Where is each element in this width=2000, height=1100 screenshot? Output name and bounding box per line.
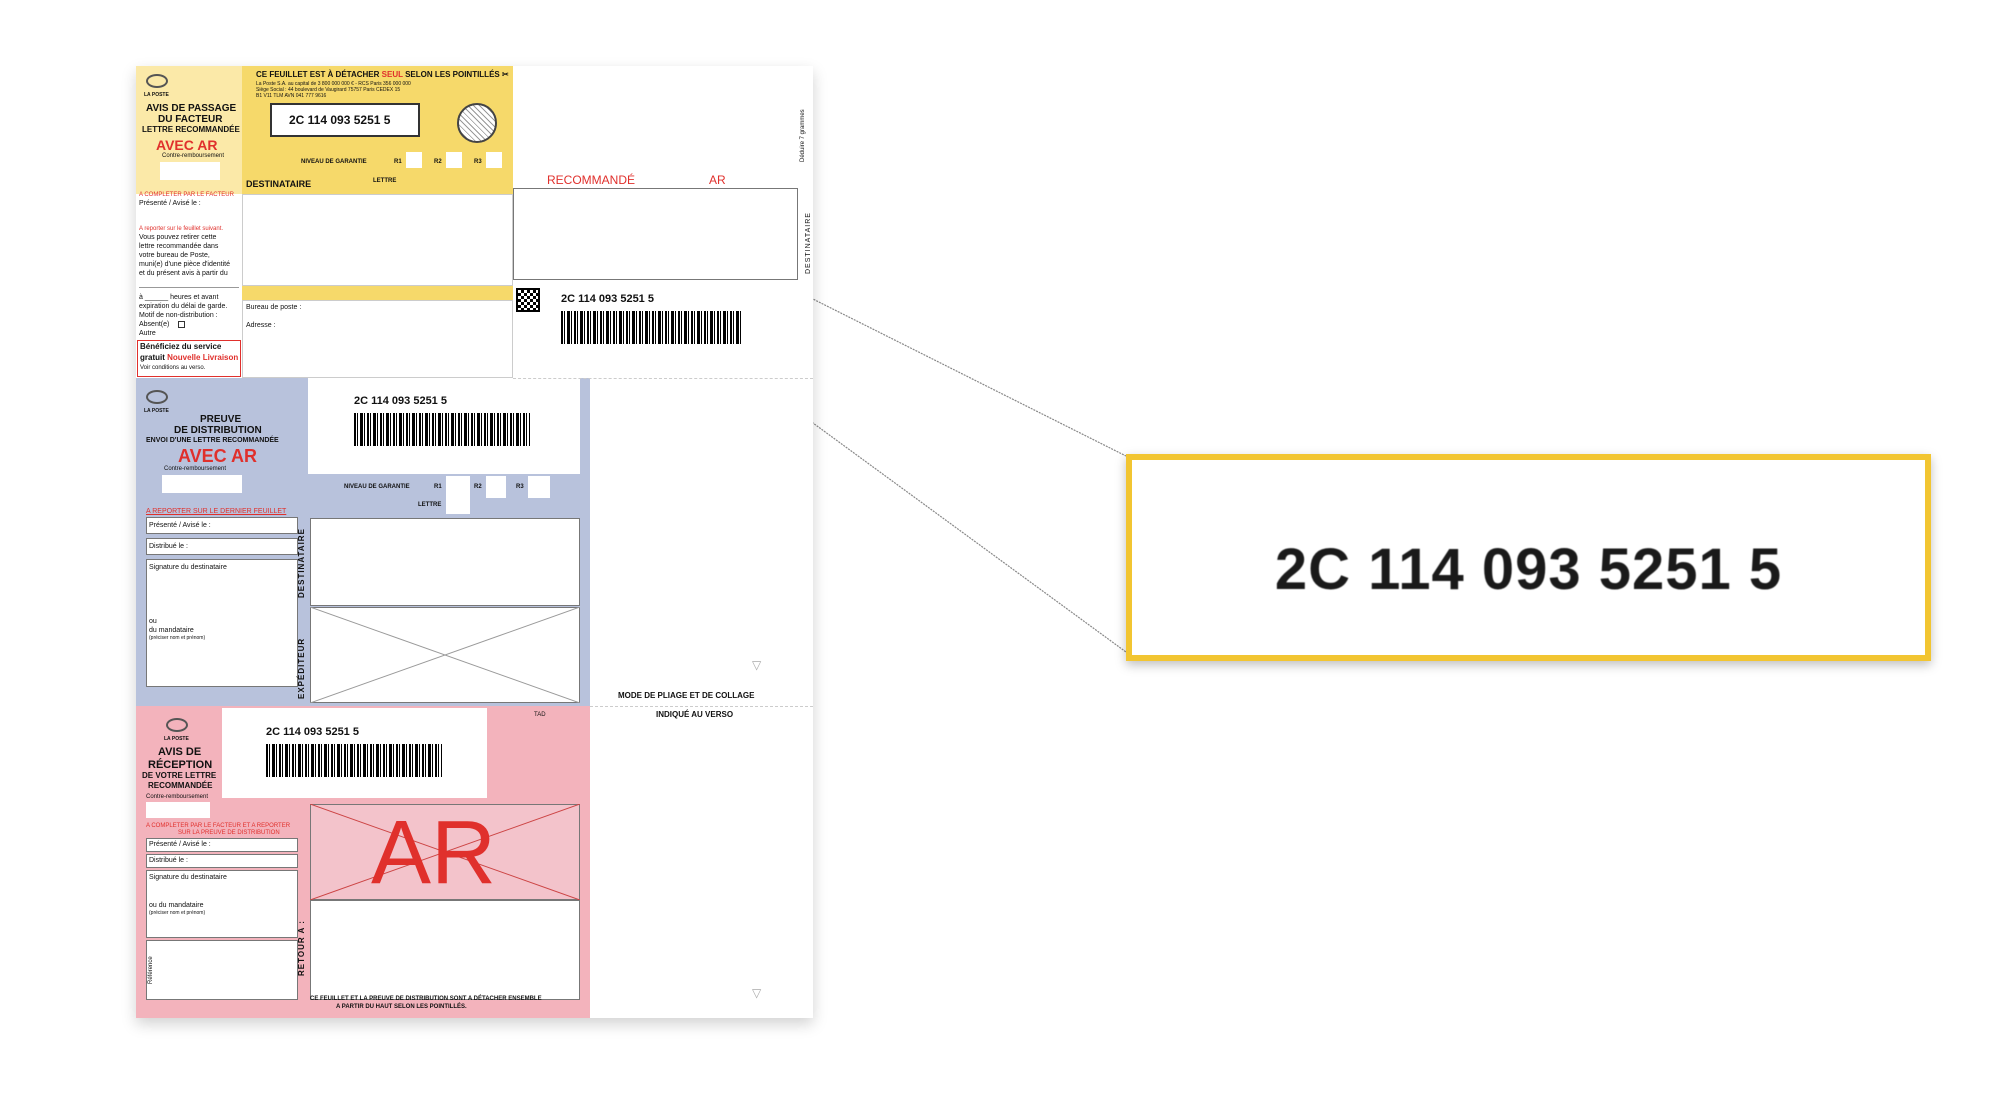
distribue-field[interactable] (146, 854, 298, 868)
contre-remboursement-field[interactable] (146, 802, 210, 818)
ar-stamp-cross (310, 804, 580, 900)
signature-field[interactable] (146, 870, 298, 938)
signature-field[interactable] (146, 559, 298, 687)
destinataire-label: DESTINATAIRE (246, 179, 312, 189)
detach-notice: CE FEUILLET EST À DÉTACHER SEUL SELON LE… (256, 70, 509, 79)
presente-avise-field[interactable] (146, 838, 298, 852)
section1-title: AVIS DE PASSAGE (146, 103, 237, 114)
contre-remboursement-field[interactable] (162, 475, 242, 493)
barcode (354, 413, 530, 446)
la-poste-logo-icon (166, 718, 188, 732)
section2-title: PREUVE (200, 414, 242, 425)
ar-label: AR (709, 173, 726, 187)
tracking-number: 2C 114 093 5251 5 (289, 113, 391, 127)
registered-letter-form: LA POSTE AVIS DE PASSAGE DU FACTEUR LETT… (136, 66, 813, 1018)
avec-ar-label: AVEC AR (156, 137, 218, 153)
retour-address-box (310, 900, 580, 1000)
tracking-number-box-highlighted (270, 103, 420, 137)
la-poste-logo-icon (146, 74, 168, 88)
destinataire-box (310, 518, 580, 606)
avec-ar-label: AVEC AR (178, 446, 258, 466)
recipient-address-box (513, 188, 798, 280)
expediteur-cross (310, 607, 580, 703)
ar-big-label: AR (371, 803, 497, 903)
brand-label: LA POSTE (144, 92, 169, 98)
r1-checkbox[interactable] (446, 476, 470, 514)
distribue-field[interactable] (146, 538, 298, 555)
fold-mark-icon: ▽ (752, 986, 762, 1000)
postage-stamp-icon (457, 103, 497, 143)
recommande-label: RECOMMANDÉ (547, 173, 636, 187)
la-poste-logo-icon (146, 390, 168, 404)
r2-checkbox[interactable] (446, 152, 462, 168)
presente-avise-field[interactable] (146, 517, 298, 534)
fold-mark-icon: ▽ (752, 658, 762, 672)
r2-checkbox[interactable] (486, 476, 506, 498)
zoomed-tracking-number: 2C 114 093 5251 5 (1274, 537, 1783, 602)
qr-code-icon (516, 288, 540, 312)
r1-checkbox[interactable] (406, 152, 422, 168)
barcode (561, 311, 741, 344)
r3-checkbox[interactable] (486, 152, 502, 168)
section3-title: AVIS DE (158, 746, 202, 758)
barcode (266, 744, 442, 777)
nouvelle-livraison-promo (137, 340, 241, 377)
absent-checkbox[interactable] (178, 321, 185, 328)
tracking-number-zoom-callout: 2C 114 093 5251 5 (1126, 454, 1931, 661)
contre-remboursement-field[interactable] (160, 162, 220, 180)
reference-field[interactable] (146, 940, 298, 1000)
r3-checkbox[interactable] (528, 476, 550, 498)
